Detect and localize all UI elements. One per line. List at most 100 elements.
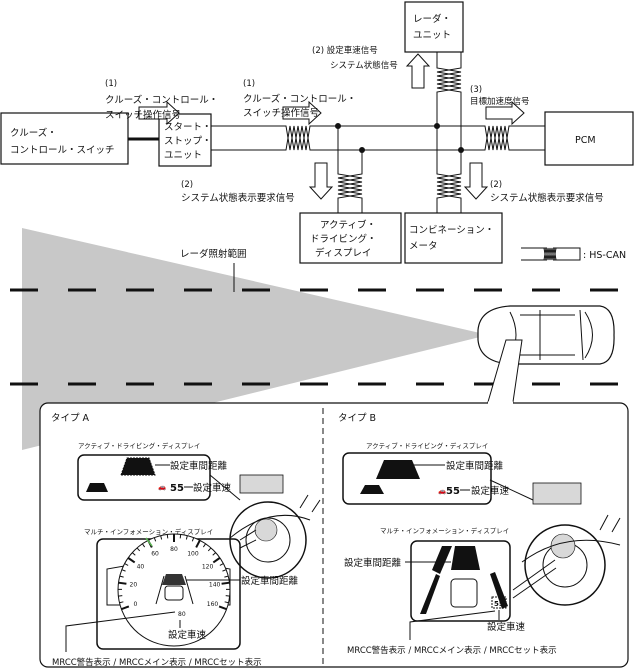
svg-text:アクティブ・ドライビング・ディスプレイ: アクティブ・ドライビング・ディスプレイ bbox=[78, 441, 200, 450]
svg-text:ストップ・: ストップ・ bbox=[164, 136, 212, 147]
svg-text:スタート・: スタート・ bbox=[164, 122, 212, 133]
svg-text:クルーズ・コントロール・: クルーズ・コントロール・ bbox=[105, 94, 218, 106]
gauge-label: 100 bbox=[187, 551, 199, 558]
svg-text:マルチ・インフォメーション・ディスプレイ: マルチ・インフォメーション・ディスプレイ bbox=[84, 527, 213, 536]
svg-text:ユニット: ユニット bbox=[413, 30, 451, 41]
svg-text:アクティブ・: アクティブ・ bbox=[320, 219, 376, 231]
gauge-tick bbox=[124, 563, 129, 566]
gauge-tick bbox=[202, 543, 207, 548]
type-a-add-screen bbox=[77, 454, 211, 501]
svg-text:55: 55 bbox=[494, 600, 504, 608]
pcm-block: PCM bbox=[544, 111, 634, 166]
screen-indicator bbox=[239, 474, 284, 494]
cruise-control-switch-block: クルーズ・ コントロール・スイッチ bbox=[0, 112, 129, 165]
svg-text:(3): (3) bbox=[470, 85, 482, 95]
gauge-tick bbox=[121, 605, 130, 611]
gauge-label: 0 bbox=[134, 601, 138, 608]
gauge-tick bbox=[224, 601, 229, 604]
svg-text:目標加速度信号: 目標加速度信号 bbox=[470, 96, 530, 107]
hs-can-legend: : HS-CAN bbox=[521, 247, 626, 261]
svg-text:(1): (1) bbox=[243, 79, 255, 89]
svg-text:ディスプレイ: ディスプレイ bbox=[315, 247, 371, 259]
gauge-tick bbox=[119, 601, 124, 604]
svg-text:設定車間距離: 設定車間距離 bbox=[446, 460, 504, 472]
gauge-label: 160 bbox=[207, 601, 219, 608]
svg-text:コントロール・スイッチ: コントロール・スイッチ bbox=[10, 145, 115, 156]
signal-label-2-meter: (2) システム状態表示要求信号 bbox=[490, 180, 604, 204]
gauge-label: 80 bbox=[170, 546, 178, 553]
down-arrow-icon bbox=[308, 162, 334, 200]
svg-text:🚗: 🚗 bbox=[438, 487, 446, 495]
gauge-tick bbox=[222, 569, 227, 572]
signal-label-2-add: (2) システム状態表示要求信号 bbox=[181, 180, 295, 204]
gauge-tick bbox=[136, 547, 141, 552]
svg-text:設定車間距離: 設定車間距離 bbox=[170, 460, 228, 472]
right-arrow-icon bbox=[282, 100, 322, 126]
svg-text:80: 80 bbox=[178, 611, 186, 618]
down-arrow-icon bbox=[463, 162, 489, 200]
active-driving-display-block: アクティブ・ ドライビング・ ディスプレイ bbox=[299, 212, 402, 264]
signal-label-1a: (1) クルーズ・コントロール・ スイッチ操作信号 bbox=[105, 79, 218, 121]
can-bus bbox=[202, 52, 545, 213]
gauge-tick bbox=[185, 535, 188, 540]
svg-text:ユニット: ユニット bbox=[164, 150, 202, 161]
svg-text:システム状態表示要求信号: システム状態表示要求信号 bbox=[181, 192, 295, 204]
type-b-section: タイプ B アクティブ・ドライビング・ディスプレイ 設定車間距離 🚗 55 設定… bbox=[338, 413, 621, 656]
svg-text:設定車速: 設定車速 bbox=[487, 621, 526, 633]
gauge-tick bbox=[207, 547, 212, 552]
svg-text:ドライビング・: ドライビング・ bbox=[310, 233, 377, 245]
gauge-label: 40 bbox=[137, 563, 145, 570]
right-arrow-icon bbox=[138, 100, 180, 126]
svg-text:設定車間距離: 設定車間距離 bbox=[241, 575, 299, 587]
svg-text:クルーズ・コントロール・: クルーズ・コントロール・ bbox=[243, 93, 356, 105]
type-a-section: タイプ A アクティブ・ドライビング・ディスプレイ 設定車間距離 55 🚗 設定… bbox=[51, 413, 321, 668]
radar-range-label: レーダ照射範囲 bbox=[180, 248, 247, 260]
lane-line bbox=[10, 288, 634, 386]
gauge-tick bbox=[212, 552, 217, 556]
svg-text:タイプ B: タイプ B bbox=[338, 413, 376, 424]
svg-text:クルーズ・: クルーズ・ bbox=[10, 127, 57, 139]
svg-text:アクティブ・ドライビング・ディスプレイ: アクティブ・ドライビング・ディスプレイ bbox=[366, 441, 488, 450]
gauge-tick bbox=[153, 537, 157, 542]
svg-text:コンビネーション・: コンビネーション・ bbox=[409, 225, 494, 236]
gauge-tick bbox=[118, 581, 127, 585]
svg-text:🚗: 🚗 bbox=[158, 483, 166, 491]
svg-text:システム状態表示要求信号: システム状態表示要求信号 bbox=[490, 192, 604, 204]
gauge-tick bbox=[127, 557, 136, 564]
svg-text:設定車間距離: 設定車間距離 bbox=[344, 557, 402, 569]
svg-text:設定車速: 設定車速 bbox=[471, 485, 510, 497]
gauge-label: 140 bbox=[209, 582, 221, 589]
gauge-tick bbox=[219, 563, 224, 566]
steering-wheel-illustration bbox=[229, 494, 321, 579]
gauge-label: 20 bbox=[130, 582, 138, 589]
svg-text:55: 55 bbox=[170, 483, 184, 494]
svg-text:スイッチ操作信号: スイッチ操作信号 bbox=[243, 107, 319, 119]
signal-label-2-radar: (2) 設定車速信号 システム状態信号 bbox=[312, 45, 398, 71]
svg-text:PCM: PCM bbox=[575, 135, 596, 146]
gauge-tick bbox=[131, 552, 136, 556]
svg-text:メータ: メータ bbox=[409, 241, 438, 252]
svg-text:タイプ A: タイプ A bbox=[51, 413, 90, 424]
screen-indicator bbox=[532, 482, 582, 505]
svg-text:(2): (2) bbox=[181, 180, 193, 190]
up-arrow-icon bbox=[405, 53, 431, 89]
svg-text:システム状態信号: システム状態信号 bbox=[330, 60, 398, 71]
radar-unit-block: レーダ・ ユニット bbox=[404, 1, 464, 53]
svg-text:(2) 設定車速信号: (2) 設定車速信号 bbox=[312, 45, 378, 56]
gauge-tick bbox=[224, 575, 229, 578]
gauge-tick bbox=[119, 575, 124, 578]
svg-text:MRCC警告表示 / MRCCメイン表示 / MRCCセット: MRCC警告表示 / MRCCメイン表示 / MRCCセット表示 bbox=[52, 657, 262, 668]
gauge-tick bbox=[160, 535, 163, 540]
gauge-tick bbox=[221, 581, 230, 585]
gauge-tick bbox=[218, 605, 227, 611]
right-arrow-icon bbox=[485, 100, 525, 126]
gauge-label: 120 bbox=[202, 563, 214, 570]
gauge-tick bbox=[212, 557, 221, 564]
steering-wheel-illustration bbox=[512, 514, 621, 606]
gauge-tick bbox=[141, 543, 146, 548]
svg-text:レーダ・: レーダ・ bbox=[413, 13, 451, 25]
svg-text:(2): (2) bbox=[490, 180, 502, 190]
svg-text:設定車速: 設定車速 bbox=[168, 629, 207, 641]
gauge-label: 60 bbox=[151, 551, 159, 558]
